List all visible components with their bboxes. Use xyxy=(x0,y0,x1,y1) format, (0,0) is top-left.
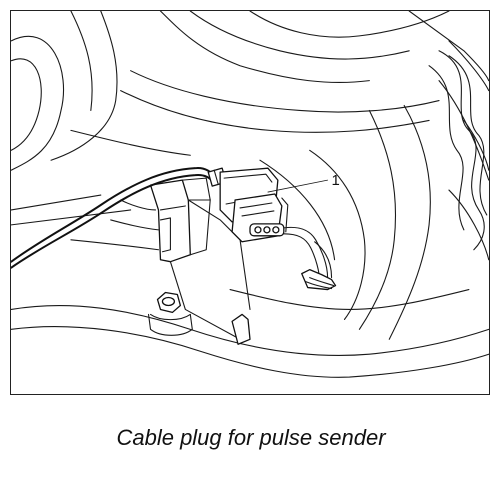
callout-label: 1 xyxy=(332,172,340,189)
sender-lead-wires xyxy=(283,226,337,291)
engine-bay-drawing: 1 xyxy=(11,11,489,378)
technical-illustration: 1 xyxy=(10,10,490,395)
bolt-stud xyxy=(147,291,193,336)
figure-caption: Cable plug for pulse sender xyxy=(116,425,386,450)
retaining-clip xyxy=(231,313,251,345)
coolant-hose-coil xyxy=(428,50,488,251)
pulse-sender-cable-plug xyxy=(219,167,289,243)
sensor-cable xyxy=(11,167,227,269)
callout-1: 1 xyxy=(267,172,340,193)
mounting-bracket xyxy=(70,177,251,340)
